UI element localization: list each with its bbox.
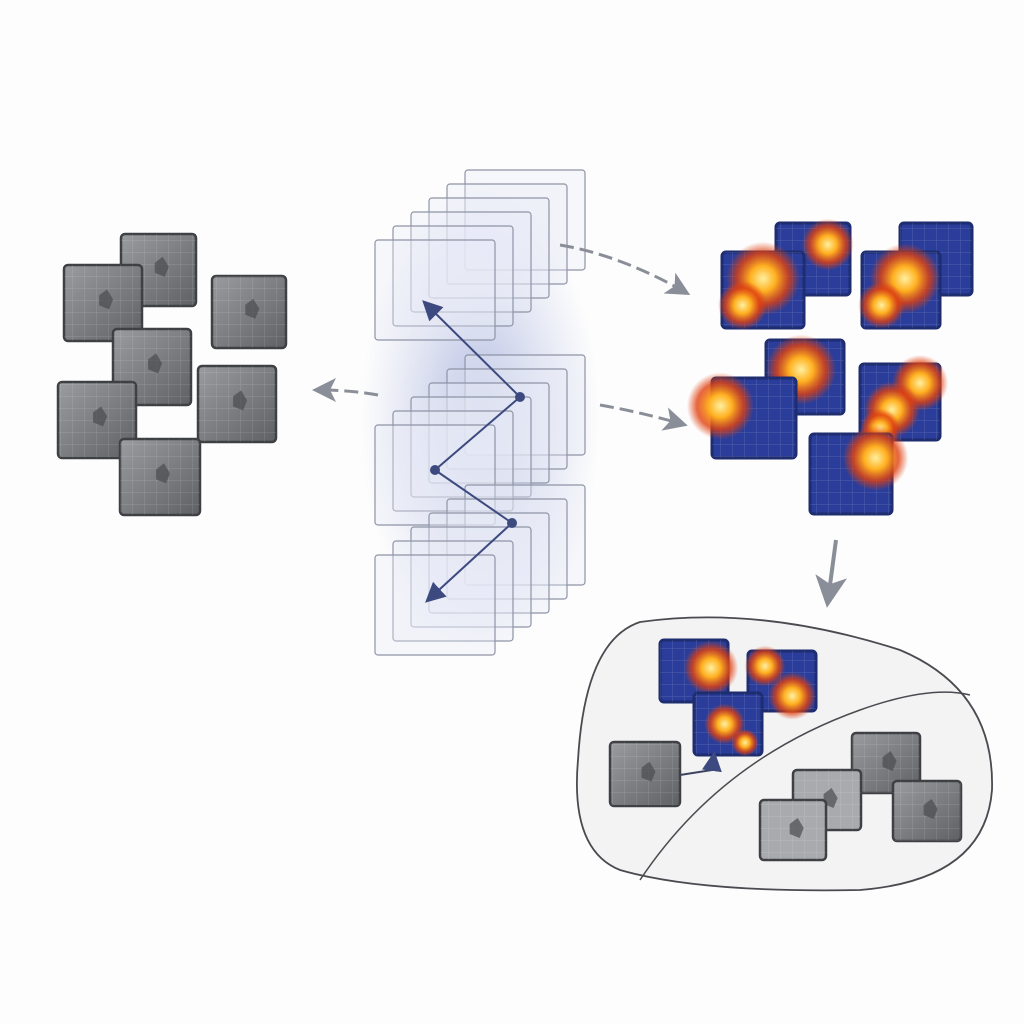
hotspot xyxy=(744,645,786,687)
crack-feature xyxy=(156,463,170,484)
crack-feature xyxy=(245,298,260,319)
grayscale-tile xyxy=(758,798,828,862)
feature-frame xyxy=(446,368,568,470)
crack-feature xyxy=(923,799,938,819)
hotspot xyxy=(686,372,755,440)
heatmap-tile xyxy=(686,372,798,460)
hotspot xyxy=(683,640,739,696)
feature-frame xyxy=(428,197,550,299)
hotspot xyxy=(768,672,816,720)
node-dot xyxy=(507,518,517,528)
heatmap-tile xyxy=(858,355,948,449)
feature-frame xyxy=(410,211,532,313)
crack-feature xyxy=(154,256,169,277)
hotspot xyxy=(842,425,909,491)
arrow-up-left xyxy=(422,300,521,398)
arrow-down-left xyxy=(425,522,513,603)
crack-feature xyxy=(93,406,108,427)
link-arrow xyxy=(679,751,722,776)
clustered-group-container xyxy=(576,616,993,892)
node-dot xyxy=(515,392,525,402)
arrow-segment xyxy=(434,396,521,471)
arrow-down-to-group xyxy=(815,539,848,608)
crack-feature xyxy=(148,353,163,374)
feature-frame xyxy=(428,382,550,484)
arrow-to-grayscale xyxy=(312,378,379,403)
grayscale-tile xyxy=(56,380,138,460)
heatmap-tile xyxy=(808,425,909,516)
hotspot xyxy=(858,281,905,329)
crack-feature xyxy=(233,390,248,411)
heatmap-tile xyxy=(692,691,764,757)
feature-frame xyxy=(446,498,568,600)
node-dot xyxy=(430,465,440,475)
hotspot xyxy=(731,729,759,757)
crack-feature xyxy=(99,289,114,310)
blue-wash xyxy=(360,190,600,650)
feature-frame xyxy=(410,396,532,498)
flow-arrows xyxy=(312,243,848,608)
heatmap-tile xyxy=(858,243,942,330)
hotspot xyxy=(801,218,854,271)
arrow-segment xyxy=(434,469,513,524)
feature-frame xyxy=(374,239,496,341)
grayscale-tile xyxy=(196,364,278,444)
hotspot xyxy=(717,280,768,330)
crack-feature xyxy=(641,761,656,782)
heatmap-tile xyxy=(744,645,818,720)
grayscale-tile xyxy=(210,274,288,350)
feature-frame xyxy=(392,410,514,512)
feature-frame xyxy=(446,183,568,285)
feature-frame-stack xyxy=(360,169,600,656)
grayscale-tile-cluster xyxy=(56,232,288,517)
arrow-to-heatmaps-bottom xyxy=(599,403,688,431)
grayscale-tile xyxy=(850,731,922,795)
grayscale-tile xyxy=(891,779,963,843)
heatmap-tile xyxy=(717,241,806,330)
grayscale-tile xyxy=(608,740,682,808)
grayscale-tile xyxy=(118,437,202,517)
grayscale-tile xyxy=(62,263,144,343)
feature-frame xyxy=(374,554,496,656)
crack-feature xyxy=(882,751,897,771)
heatmap-tile-cluster xyxy=(686,218,974,516)
feature-frame xyxy=(428,512,550,614)
feature-frame xyxy=(392,540,514,642)
group-divider xyxy=(639,691,971,881)
crack-feature xyxy=(789,818,804,838)
arrow-to-heatmaps-top xyxy=(559,243,691,295)
